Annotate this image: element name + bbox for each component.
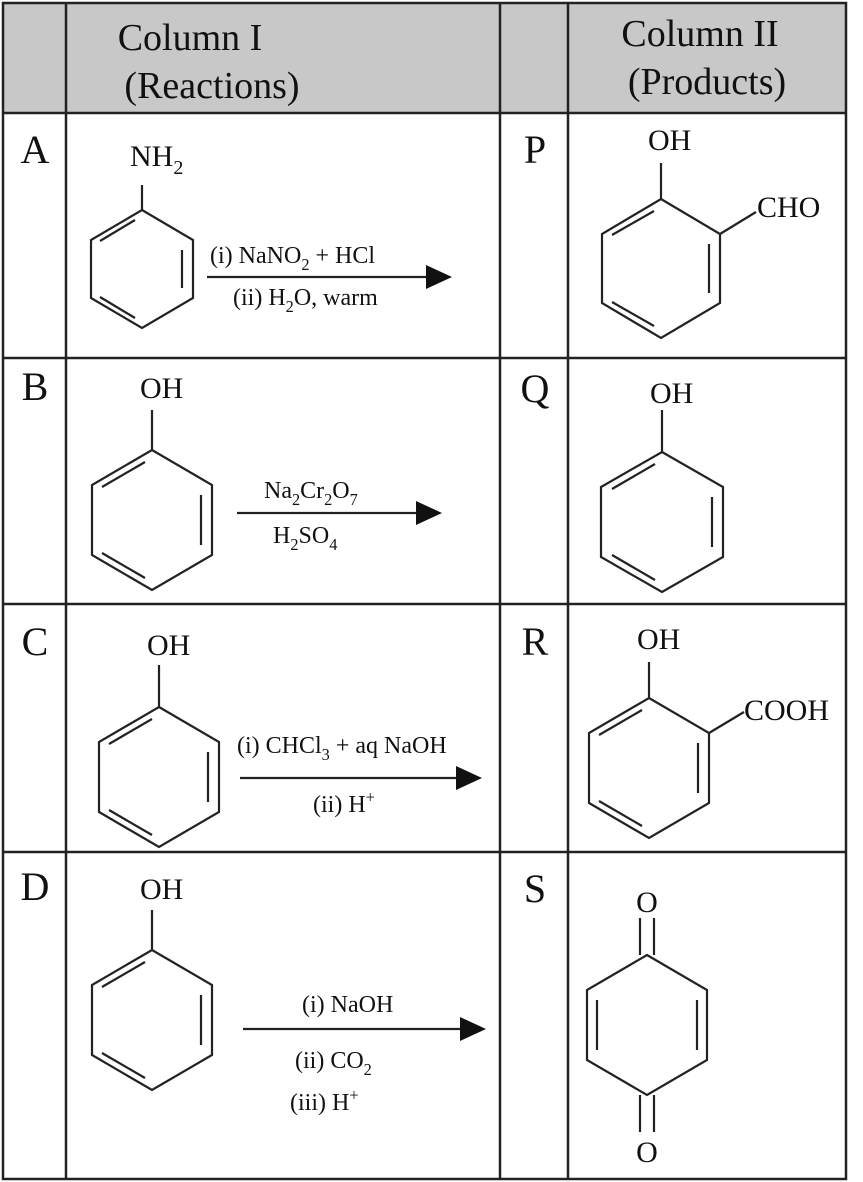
hydroxyl-group-label: OH [650,377,693,410]
hydroxyl-group-label: OH [140,372,183,405]
product-label: S [524,866,546,911]
carboxyl-group-label: COOH [744,694,829,727]
product-label: Q [521,366,550,411]
reaction-arrow [207,265,452,289]
row-label: B [22,364,49,409]
conditions-below: (ii) CO2 [295,1048,372,1079]
product-label: P [524,127,546,172]
hydroxyl-group-label: OH [637,623,680,656]
salicylic-acid-structure [587,662,745,840]
carbonyl-oxygen-bottom: O [636,1136,658,1169]
col2-heading-line1: Column II [621,13,778,55]
product-label: R [522,619,549,664]
col1-heading-line1: Column I [118,17,263,59]
col1-heading-line2: (Reactions) [124,65,299,107]
reaction-arrow [240,766,482,790]
phenol-structure [599,410,725,594]
conditions-above: (i) NaOH [302,992,393,1018]
row-c: C OH (i) CHCl3 + aq NaOH (ii) H+ R OH CO… [22,619,829,849]
row-label: D [21,864,50,909]
carbonyl-oxygen-top: O [636,886,658,919]
hydroxyl-group-label: OH [147,629,190,662]
conditions-below-2: (iii) H+ [290,1085,359,1116]
aldehyde-group-label: CHO [757,191,820,224]
phenol-structure [90,910,214,1092]
header-background [3,3,846,113]
conditions-below: (ii) H+ [313,787,375,818]
col2-heading-line2: (Products) [628,61,786,103]
reaction-arrow [237,501,442,525]
conditions-below: H2SO4 [273,523,337,554]
conditions-above: Na2Cr2O7 [264,478,358,509]
reaction-arrow [243,1017,486,1041]
table-grid [1,1,848,1181]
phenol-structure [97,665,221,849]
row-d: D OH (i) NaOH (ii) CO2 (iii) H+ S O O [21,864,709,1169]
benzoquinone-structure [585,918,709,1132]
salicylaldehyde-structure [600,163,757,340]
row-label: C [22,619,49,664]
row-a: A NH2 (i) NaNO2 + HCl (ii) H2O, warm P O… [21,124,820,340]
conditions-below: (ii) H2O, warm [233,285,378,316]
conditions-above: (i) NaNO2 + HCl [210,243,375,274]
table-border [1,1,848,1181]
aniline-structure [89,185,195,330]
hydroxyl-group-label: OH [648,124,691,157]
row-label: A [21,127,50,172]
hydroxyl-group-label: OH [140,873,183,906]
phenol-structure [90,410,214,592]
conditions-above: (i) CHCl3 + aq NaOH [237,733,447,764]
amino-group-label: NH2 [130,140,183,179]
row-b: B OH Na2Cr2O7 H2SO4 Q OH [22,364,725,594]
